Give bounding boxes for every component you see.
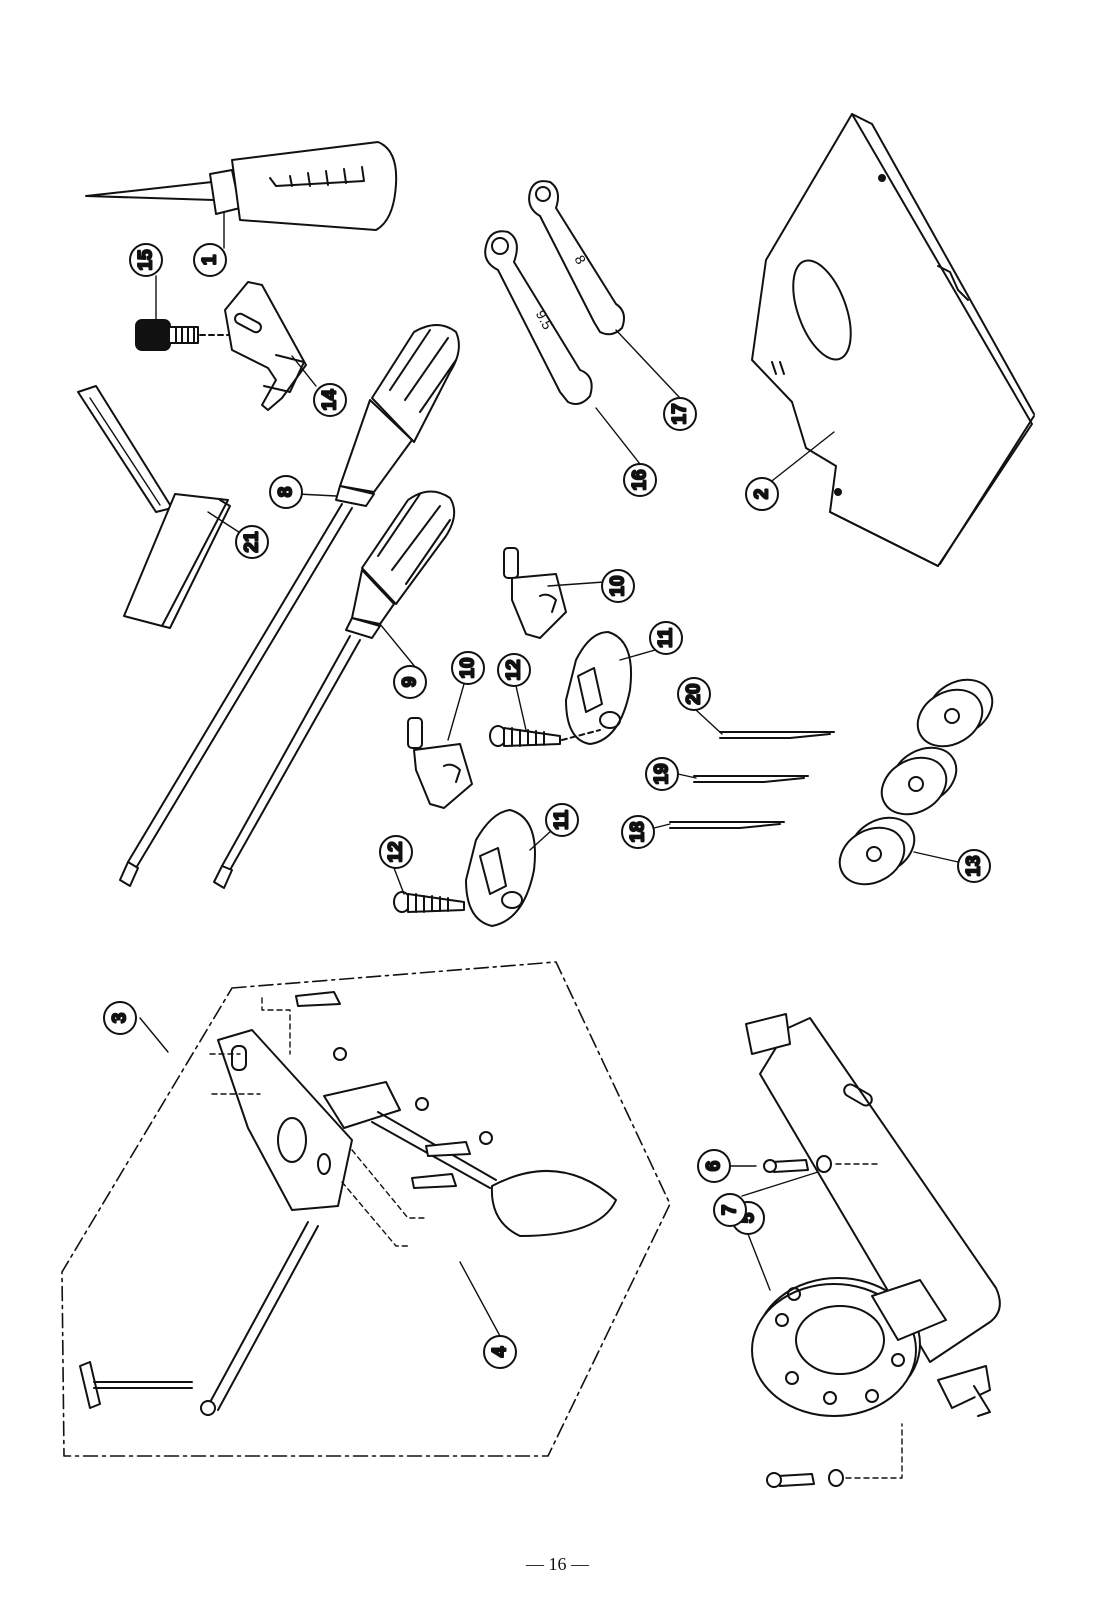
callout-14: 14 xyxy=(313,383,347,417)
svg-text:16: 16 xyxy=(630,469,651,490)
oil-bottle xyxy=(85,141,398,231)
svg-text:3: 3 xyxy=(110,1013,131,1024)
needle-20 xyxy=(719,731,835,739)
presser-foot-shank-lower xyxy=(407,717,473,809)
svg-text:6: 6 xyxy=(704,1161,725,1172)
svg-text:8: 8 xyxy=(276,487,297,498)
callout-2: 2 xyxy=(745,477,779,511)
svg-text:10: 10 xyxy=(458,657,479,678)
bobbin xyxy=(838,816,916,886)
seam-guide xyxy=(77,385,231,629)
page-number: — 16 — xyxy=(526,1554,589,1574)
svg-text:15: 15 xyxy=(136,249,157,271)
callout-18: 18 xyxy=(621,815,655,849)
callout-12-lower: 12 xyxy=(379,835,413,869)
callout-7: 7 xyxy=(713,1193,747,1227)
wood-screw-lower xyxy=(393,891,465,913)
callout-20: 20 xyxy=(677,677,711,711)
svg-text:11: 11 xyxy=(552,810,573,831)
svg-text:20: 20 xyxy=(684,683,705,704)
svg-text:11: 11 xyxy=(656,628,677,649)
callout-17: 17 xyxy=(663,397,697,431)
svg-text:12: 12 xyxy=(504,659,525,680)
bracket-plate xyxy=(224,281,307,411)
wrench-8: 8 xyxy=(528,180,625,336)
screw-and-washer xyxy=(763,1155,903,1488)
callout-6: 6 xyxy=(697,1149,731,1183)
callout-10-lower: 10 xyxy=(451,651,485,685)
svg-text:9: 9 xyxy=(400,677,421,688)
wood-screw-upper xyxy=(489,725,601,747)
large-screwdriver xyxy=(119,324,460,887)
knee-lifter-screws xyxy=(295,991,493,1189)
callout-15: 15 xyxy=(129,243,163,277)
callout-11-upper: 11 xyxy=(649,621,683,655)
callout-13: 13 xyxy=(957,849,991,883)
extension-table xyxy=(751,113,1035,567)
callout-8: 8 xyxy=(269,475,303,509)
svg-text:18: 18 xyxy=(628,821,649,842)
callout-16: 16 xyxy=(623,463,657,497)
svg-text:19: 19 xyxy=(652,763,673,784)
svg-text:1: 1 xyxy=(200,254,221,265)
svg-text:4: 4 xyxy=(490,1346,511,1357)
base-plate-lower xyxy=(465,809,536,927)
needle-19 xyxy=(693,775,809,783)
knee-lifter-group-boundary xyxy=(61,961,671,1457)
callout-12-upper: 12 xyxy=(497,653,531,687)
bobbins xyxy=(838,678,994,886)
thumb-screw xyxy=(135,319,233,351)
callout-4: 4 xyxy=(483,1335,517,1369)
base-plate-upper xyxy=(565,631,632,745)
callout-11-lower: 11 xyxy=(545,803,579,837)
callout-10-upper: 10 xyxy=(601,569,635,603)
svg-text:13: 13 xyxy=(964,855,985,876)
needle-18 xyxy=(669,821,785,829)
knee-lifter-rod xyxy=(79,1221,319,1416)
bobbin xyxy=(916,678,994,748)
svg-text:21: 21 xyxy=(242,531,263,553)
callout-3: 3 xyxy=(103,1001,137,1035)
small-screwdriver xyxy=(213,490,456,889)
svg-text:14: 14 xyxy=(320,389,341,411)
knee-lifter-arm xyxy=(323,1081,617,1237)
presser-foot-shank-upper xyxy=(503,547,567,639)
svg-text:17: 17 xyxy=(670,403,691,424)
svg-text:12: 12 xyxy=(386,841,407,862)
wrench-9-5: 9.5 xyxy=(484,230,593,405)
bobbin xyxy=(880,746,958,816)
knee-lifter-plate xyxy=(217,1029,353,1211)
callout-9: 9 xyxy=(393,665,427,699)
svg-text:2: 2 xyxy=(752,489,773,500)
callout-1: 1 xyxy=(193,243,227,277)
callout-21: 21 xyxy=(235,525,269,559)
stand-assembly xyxy=(745,1013,1001,1417)
svg-text:7: 7 xyxy=(720,1205,741,1216)
svg-text:10: 10 xyxy=(608,575,629,596)
callout-19: 19 xyxy=(645,757,679,791)
callout-labels: 1 15 14 21 8 9 10 11 12 10 11 12 20 19 1… xyxy=(103,243,991,1369)
